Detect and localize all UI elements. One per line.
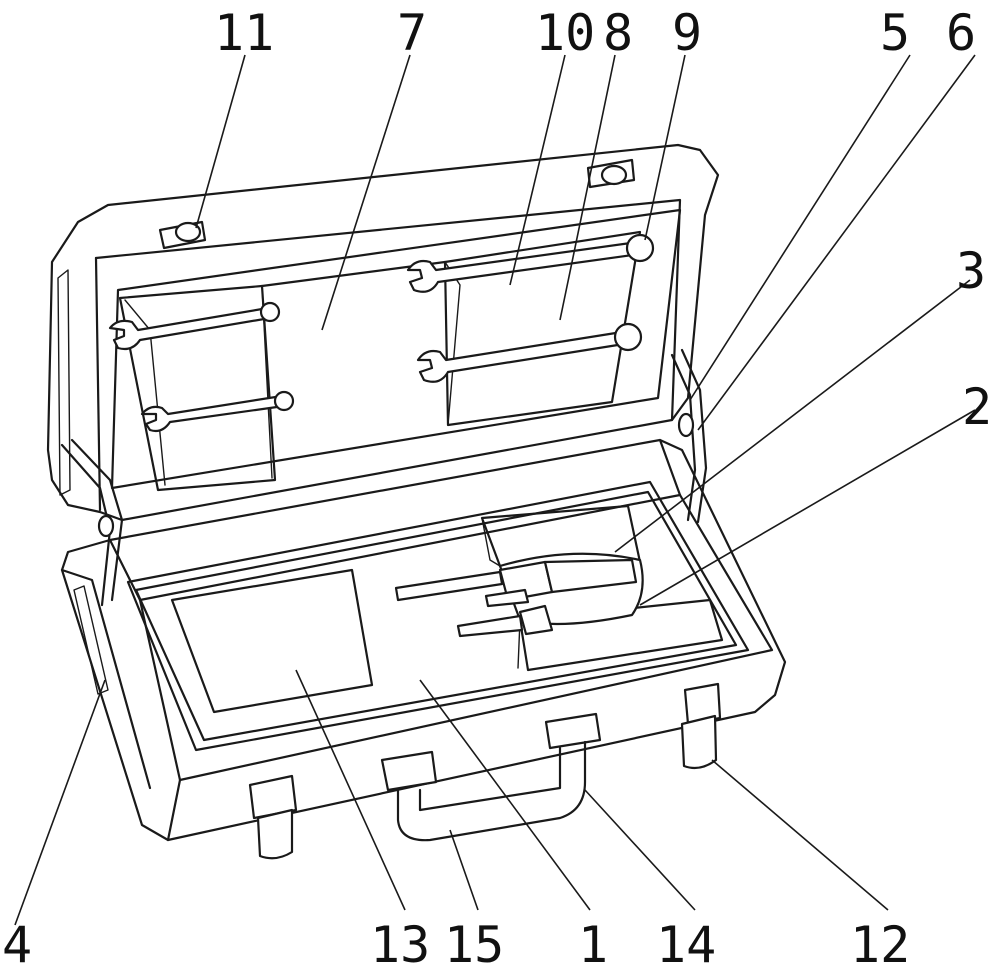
label-15: 15 [444,916,504,972]
leader-lines [14,54,976,926]
wrench-3 [406,233,655,293]
label-9: 9 [672,4,702,62]
label-14: 14 [656,916,716,972]
label-4: 4 [2,916,32,972]
label-7: 7 [397,4,427,62]
base-case [60,438,787,842]
label-8: 8 [603,4,633,62]
label-6: 6 [946,4,976,62]
label-12: 12 [850,916,910,972]
label-10: 10 [535,4,595,62]
lid-tool-board-left [118,260,447,492]
mesh-pad [0,0,1,1]
wrench-2 [140,390,295,433]
label-2: 2 [962,378,992,436]
label-11: 11 [214,4,274,62]
case-feet [248,682,722,860]
carry-handle [380,712,602,842]
label-3: 3 [956,242,986,300]
wrench-4 [416,322,643,383]
lid [46,143,720,522]
hinge-left [60,438,124,607]
screwdriver-compartment [394,504,724,672]
reference-labels: 11 7 10 8 9 5 6 3 2 4 13 15 1 14 12 [2,4,992,972]
label-13: 13 [370,916,430,972]
label-1: 1 [578,916,608,972]
label-5: 5 [880,4,910,62]
wrench-1 [108,301,281,351]
hinge-right [670,348,708,524]
